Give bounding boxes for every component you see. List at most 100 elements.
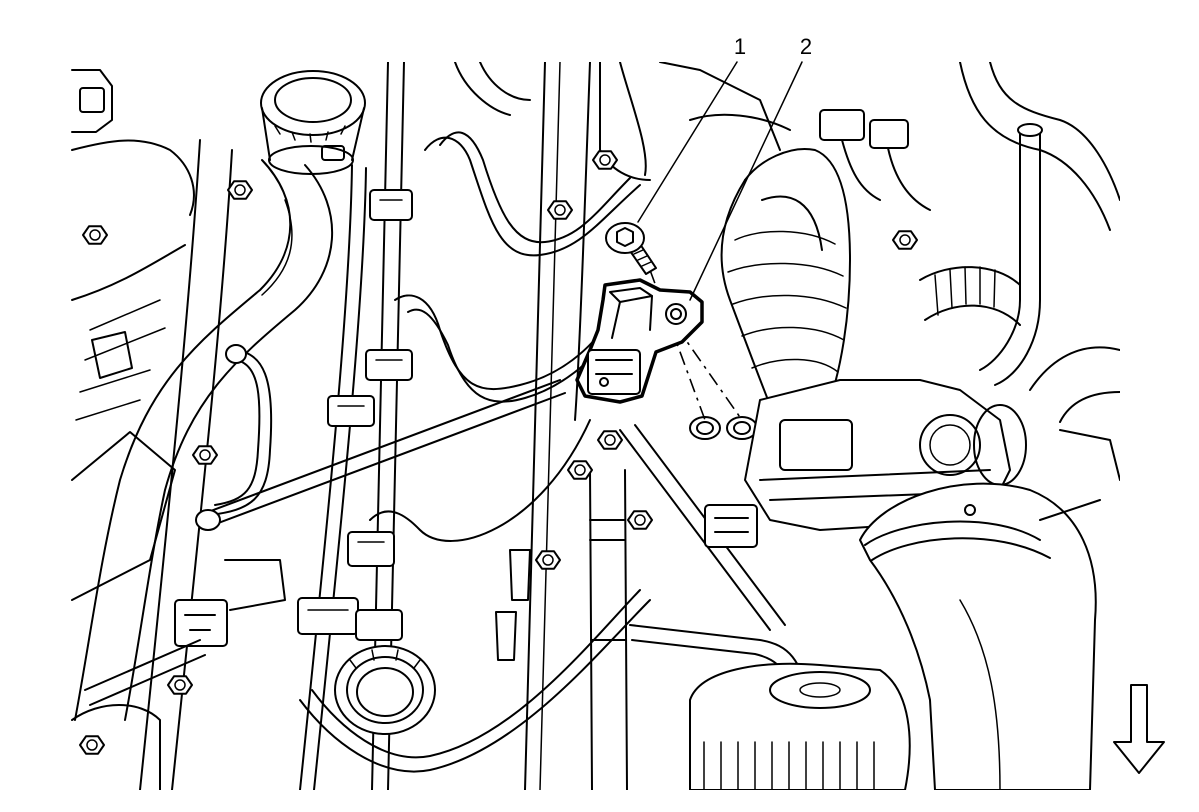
bolt: [892, 230, 918, 250]
bolt-hex-head: [627, 510, 653, 530]
injector-line: [394, 294, 611, 391]
right-section: [689, 62, 1120, 790]
bolt: [79, 735, 105, 755]
top-center-pipe: [454, 62, 531, 116]
cylinder-head-rib: [539, 62, 561, 790]
injector-line: [439, 131, 631, 244]
fuel-rail-connector: [347, 531, 395, 567]
bolt-hex-head: [79, 735, 105, 755]
left-slab: [71, 431, 176, 601]
callout-2-label: 2: [800, 34, 812, 59]
filler-cap-inner: [274, 77, 352, 123]
air-duct-corrugation: [727, 230, 847, 373]
fuel-rail-connector: [297, 597, 359, 635]
map-sensor-bolt-hole: [665, 303, 687, 325]
valve-cover-rib: [75, 299, 166, 421]
harness-wire: [841, 139, 931, 211]
bolt-center: [174, 679, 186, 691]
left-injector-connector: [91, 331, 133, 379]
air-duct-outer: [744, 148, 851, 401]
bolt: [547, 200, 573, 220]
sensor-bolt-head: [605, 222, 645, 254]
sensor-bracket: [224, 559, 286, 611]
alternator-pulley-hub: [799, 682, 841, 698]
bolt: [592, 150, 618, 170]
bolt: [535, 550, 561, 570]
fuel-rail-connector: [369, 189, 413, 221]
injector-line: [214, 361, 261, 506]
bolt: [192, 445, 218, 465]
injector-line: [199, 379, 566, 529]
thermostat-housing-inner: [356, 667, 414, 717]
bolt: [82, 225, 108, 245]
coolant-hose-highlight: [261, 199, 293, 296]
pipe-fitting: [195, 509, 221, 531]
mounting-hole: [689, 416, 721, 440]
injector-line: [369, 419, 591, 542]
coolant-hose-edge: [74, 159, 292, 721]
bolt-hex-head: [892, 230, 918, 250]
air-duct-left: [720, 179, 771, 406]
right-bracket: [1039, 429, 1120, 521]
pipe-band: [589, 519, 627, 641]
bolt-center: [634, 514, 646, 526]
bolt-hex-head: [167, 675, 193, 695]
center-vertical-pipe: [589, 469, 628, 790]
bolt-hex-head: [567, 460, 593, 480]
map-sensor-edge: [611, 295, 653, 339]
bolt-group: [79, 150, 918, 755]
left-wire-loom: [71, 139, 195, 216]
bolt-hex-head: [592, 150, 618, 170]
bolt-hex-head: [82, 225, 108, 245]
top-center-edge: [689, 113, 791, 131]
intake-tube-fastener: [964, 504, 976, 516]
map-sensor-connector-pin: [599, 377, 609, 387]
fuel-rail-connector: [327, 395, 375, 427]
top-injector-line: [619, 62, 647, 176]
left-section: [71, 62, 651, 790]
injector-line: [299, 599, 651, 773]
upper-right-hose: [959, 62, 1111, 231]
pipe-fitting: [225, 344, 247, 364]
engine-bay-drawing: [71, 62, 1120, 790]
bolt-center: [542, 554, 554, 566]
corrugated-hose: [919, 266, 1021, 326]
mounting-hole-inner: [696, 421, 714, 435]
coolant-hose-edge: [124, 164, 334, 721]
throttle-plate-ring: [919, 414, 981, 476]
bolt-center: [554, 204, 566, 216]
bolt-hex-head: [547, 200, 573, 220]
callout-1-label: 1: [734, 34, 746, 59]
filler-neck: [261, 107, 365, 161]
fuel-rail-connector: [365, 349, 413, 381]
bolt-center: [599, 154, 611, 166]
alternator-cooling-fins: [703, 741, 875, 790]
fuel-rail-connector: [355, 609, 403, 641]
thermostat-housing-ribs: [349, 649, 421, 669]
bolt: [597, 430, 623, 450]
intake-tube-highlight: [959, 599, 1001, 790]
bolt-center: [234, 184, 246, 196]
left-head-edge: [139, 139, 201, 790]
filler-cap-outer: [260, 70, 366, 136]
bolt-center: [86, 739, 98, 751]
left-connector: [71, 69, 113, 133]
injector-line: [209, 349, 273, 516]
lower-left-pipe: [84, 639, 206, 706]
alternator-pulley: [769, 671, 871, 709]
right-side-hose: [1029, 346, 1120, 423]
air-duct-inner: [761, 195, 823, 251]
bolt-hex-head: [535, 550, 561, 570]
bolt: [627, 510, 653, 530]
sensor-bolt-thread: [633, 249, 652, 267]
hose-clamp-band: [268, 145, 354, 175]
callout-1: 1: [637, 34, 746, 223]
intake-tube-ring: [871, 537, 1051, 561]
callout-1-leader: [637, 61, 738, 223]
tube-cap: [1017, 123, 1043, 137]
top-center-edge: [659, 62, 781, 151]
bolt-center: [899, 234, 911, 246]
sensor-connector-latch: [184, 614, 216, 631]
down-arrow-icon: [1113, 684, 1165, 774]
